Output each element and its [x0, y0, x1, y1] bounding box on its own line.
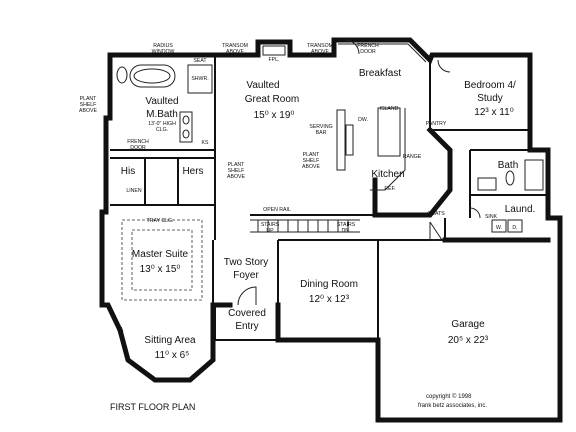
sink-note: SINK — [485, 214, 498, 220]
his-label: His — [121, 166, 135, 177]
dining-room-label: Dining Room — [300, 279, 358, 290]
transom-note: ABOVE — [311, 49, 329, 55]
kitchen-label: Kitchen — [371, 169, 404, 180]
plant-shelf-note: ABOVE — [302, 164, 320, 170]
plant-shelf-note: ABOVE — [227, 174, 245, 180]
high-ceiling-note: CLG. — [156, 127, 168, 133]
french-door-bath-note: DOOR — [130, 145, 146, 151]
great-room-label: Great Room — [245, 94, 299, 105]
french-door-note: DOOR — [360, 49, 376, 55]
stairs-down-note: STAIRS — [337, 222, 356, 228]
great-room-dim: 15⁰ x 19⁰ — [254, 110, 295, 121]
laundry-label: Laund. — [505, 204, 536, 215]
plan-title: FIRST FLOOR PLAN — [110, 402, 195, 412]
garage-label: Garage — [451, 319, 485, 330]
french-door-bath-note: FRENCH — [127, 139, 149, 145]
transom-note: TRANSOM — [222, 43, 248, 49]
plant-shelf-note: ABOVE — [79, 108, 97, 114]
linen-note: LINEN — [126, 188, 142, 194]
radius-window-note: RADIUS — [153, 43, 173, 49]
annotations: RADIUS WINDOW TRANSOM ABOVE FPL. TRANSOM… — [79, 43, 518, 234]
dryer-note: D. — [512, 225, 517, 231]
dishwasher-note: DW. — [358, 117, 368, 123]
plant-shelf-note: PLANT — [303, 152, 321, 158]
shower-note: SHWR. — [191, 76, 208, 82]
copyright-owner: frank betz associates, inc. — [418, 403, 487, 409]
high-ceiling-note: 13'-0" HIGH — [148, 121, 176, 127]
hers-label: Hers — [182, 166, 203, 177]
master-suite-label: Master Suite — [132, 249, 189, 260]
plant-shelf-note: SHELF — [303, 158, 320, 164]
bedroom4-label: Study — [477, 93, 503, 104]
stairs-up-note: STAIRS — [261, 222, 280, 228]
foyer-label: Two Story — [224, 257, 268, 268]
covered-entry-label: Entry — [235, 321, 258, 332]
breakfast-label: Breakfast — [359, 68, 401, 79]
fixtures — [116, 39, 544, 306]
bedroom4-dim: 12³ x 11⁰ — [474, 107, 513, 118]
range-note: RANGE — [403, 154, 422, 160]
ref-note: REF. — [384, 186, 395, 192]
french-door-note: FRENCH — [357, 43, 379, 49]
transom-note: TRANSOM — [307, 43, 333, 49]
plant-shelf-note: PLANT — [228, 162, 246, 168]
radius-window-note: WINDOW — [152, 49, 175, 55]
open-rail-note: OPEN RAIL — [263, 207, 291, 213]
tray-ceiling-note: TRAY CLG. — [147, 218, 174, 224]
plant-shelf-note: PLANT — [80, 96, 98, 102]
covered-entry-label: Covered — [228, 308, 266, 319]
fpl-note: FPL. — [269, 57, 280, 63]
serving-bar-note: BAR — [316, 130, 327, 136]
seat-note: SEAT — [193, 58, 207, 64]
stairs-up-note: UP — [266, 228, 274, 234]
serving-bar-note: SERVING — [309, 124, 332, 130]
bedroom4-label: Bedroom 4/ — [464, 80, 516, 91]
plant-shelf-note: SHELF — [80, 102, 97, 108]
sitting-area-label: Sitting Area — [144, 335, 196, 346]
master-suite-dim: 13⁰ x 15⁰ — [140, 264, 181, 275]
transom-note: ABOVE — [226, 49, 244, 55]
mbath-label: Vaulted — [145, 96, 178, 107]
washer-note: W. — [496, 225, 502, 231]
copyright-line: copyright © 1998 — [426, 393, 472, 400]
pantry-note: PANTRY — [426, 121, 447, 127]
foyer-label: Foyer — [233, 270, 259, 281]
interior-walls — [110, 55, 551, 340]
ks-note: KS — [202, 140, 209, 146]
coats-note: COATS — [427, 211, 445, 217]
stairs-down-note: DN. — [342, 228, 351, 234]
plant-shelf-note: SHELF — [228, 168, 245, 174]
island-note: ISLAND — [380, 106, 399, 112]
bath-label: Bath — [498, 160, 519, 171]
room-labels: Vaulted Great Room 15⁰ x 19⁰ Breakfast B… — [121, 68, 536, 361]
mbath-label: M.Bath — [146, 109, 178, 120]
garage-dim: 20⁵ x 22³ — [448, 335, 489, 346]
great-room-label: Vaulted — [246, 80, 279, 91]
sitting-area-dim: 11⁰ x 6⁵ — [155, 350, 190, 361]
dining-room-dim: 12⁰ x 12³ — [309, 294, 350, 305]
